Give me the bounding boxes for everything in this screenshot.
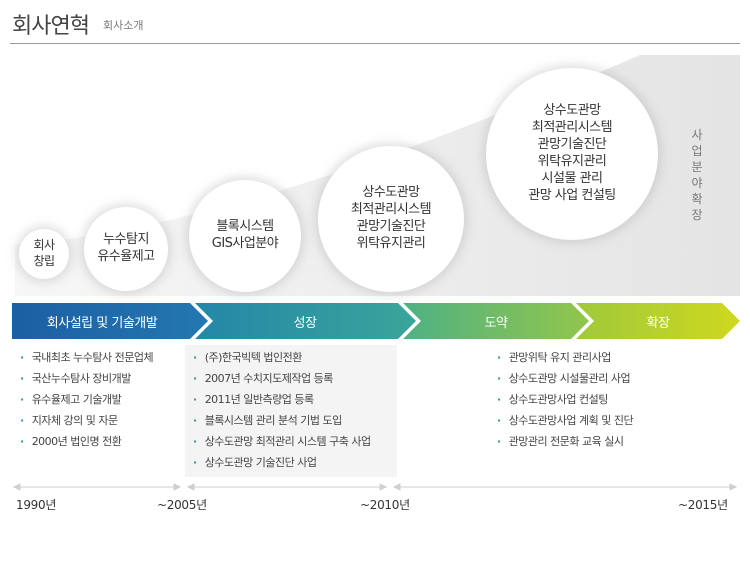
page-subtitle: 회사소개 bbox=[103, 19, 144, 32]
circle-optimal-line-2: 최적관리시스템 bbox=[350, 202, 432, 218]
list-item: 상수도관망 시설물관리 사업 bbox=[497, 368, 633, 389]
vertical-char-6: 장 bbox=[691, 208, 703, 222]
list-item: (주)한국빅텍 법인전환 bbox=[193, 347, 371, 368]
list-item: 관망위탁 유지 관리사업 bbox=[497, 347, 633, 368]
circle-block-line-2: GIS사업분야 bbox=[211, 236, 279, 251]
stage-label-2: 성장 bbox=[293, 315, 317, 331]
list-expansion: 관망위탁 유지 관리사업 상수도관망 시설물관리 사업 상수도관망사업 컨설팅 … bbox=[497, 347, 634, 452]
vertical-char-3: 분 bbox=[691, 160, 703, 174]
list-item: 지자체 강의 및 자문 bbox=[20, 410, 153, 431]
stage-arrow-1 bbox=[12, 303, 208, 339]
vertical-char-4: 야 bbox=[691, 176, 703, 190]
stage-label-1: 회사설립 및 기술개발 bbox=[46, 315, 158, 331]
year-2005: ~2005년 bbox=[157, 498, 207, 512]
list-founding: 국내최초 누수탐사 전문업체 국산누수탐사 장비개발 유수율제고 기술개발 지자… bbox=[20, 347, 154, 452]
year-1990: 1990년 bbox=[16, 498, 57, 512]
year-2010: ~2010년 bbox=[360, 498, 410, 512]
stage-label-4: 확장 bbox=[646, 315, 670, 331]
circle-optimal-line-3: 관망기술진단 bbox=[356, 219, 426, 234]
circle-founding-line-1: 회사 bbox=[33, 238, 55, 253]
circle-expansion-line-4: 위탁유지관리 bbox=[537, 154, 607, 169]
circle-expansion-line-2: 최적관리시스템 bbox=[531, 120, 613, 136]
circle-leak-detection: 누수탐지 유수율제고 bbox=[84, 207, 168, 291]
vertical-char-2: 업 bbox=[691, 144, 703, 158]
vertical-label: 사 업 분 야 확 장 bbox=[690, 127, 704, 223]
timeline-arrows bbox=[12, 483, 738, 491]
list-item: 국내최초 누수탐사 전문업체 bbox=[20, 347, 154, 368]
stage-arrow-4 bbox=[576, 303, 740, 339]
list-item: 블록시스템 관리 분석 기법 도입 bbox=[193, 410, 371, 431]
list-item: 상수도관망사업 컨설팅 bbox=[497, 389, 633, 410]
list-item: 2007년 수치지도제작업 등록 bbox=[193, 368, 371, 389]
list-item: 2011년 일반측량업 등록 bbox=[193, 389, 371, 410]
circle-business-expansion: 상수도관망 최적관리시스템 관망기술진단 위탁유지관리 시설물 관리 관망 사업… bbox=[486, 68, 658, 240]
vertical-char-1: 사 bbox=[691, 128, 703, 142]
circle-block-line-1: 블록시스템 bbox=[216, 219, 274, 235]
stage-arrow-2 bbox=[195, 303, 416, 339]
list-item: 상수도관망 기술진단 사업 bbox=[193, 452, 371, 473]
circle-expansion-line-5: 시설물 관리 bbox=[541, 170, 603, 186]
circle-optimal-line-1: 상수도관망 bbox=[362, 185, 420, 201]
circle-block-system: 블록시스템 GIS사업분야 bbox=[189, 180, 301, 292]
header-divider bbox=[10, 43, 740, 44]
circle-founding-line-2: 창립 bbox=[33, 254, 55, 268]
list-growth: (주)한국빅텍 법인전환 2007년 수치지도제작업 등록 2011년 일반측량… bbox=[193, 347, 371, 473]
circle-expansion-line-1: 상수도관망 bbox=[543, 103, 601, 119]
year-2015: ~2015년 bbox=[678, 498, 728, 512]
stage-band bbox=[12, 303, 740, 339]
stage-arrow-3 bbox=[403, 303, 589, 339]
circle-expansion-line-6: 관망 사업 컨설팅 bbox=[528, 187, 616, 203]
stage-label-3: 도약 bbox=[484, 315, 508, 331]
circle-expansion-line-3: 관망기술진단 bbox=[537, 137, 607, 153]
list-item: 유수율제고 기술개발 bbox=[20, 389, 153, 410]
list-item: 상수도관망사업 계획 및 진단 bbox=[497, 410, 634, 431]
page-title: 회사연혁 bbox=[12, 14, 90, 39]
circle-optimal-management: 상수도관망 최적관리시스템 관망기술진단 위탁유지관리 bbox=[318, 146, 464, 292]
list-item: 2000년 법인명 전환 bbox=[20, 431, 153, 452]
vertical-char-5: 확 bbox=[691, 192, 703, 206]
circle-leak-line-1: 누수탐지 bbox=[103, 232, 149, 248]
circle-founding: 회사 창립 bbox=[19, 229, 69, 279]
list-item: 관망관리 전문화 교육 실시 bbox=[497, 431, 633, 452]
circle-leak-line-2: 유수율제고 bbox=[97, 249, 155, 264]
list-item: 국산누수탐사 장비개발 bbox=[20, 368, 153, 389]
list-item: 상수도관망 최적관리 시스템 구축 사업 bbox=[193, 431, 371, 452]
circle-optimal-line-4: 위탁유지관리 bbox=[356, 235, 426, 251]
